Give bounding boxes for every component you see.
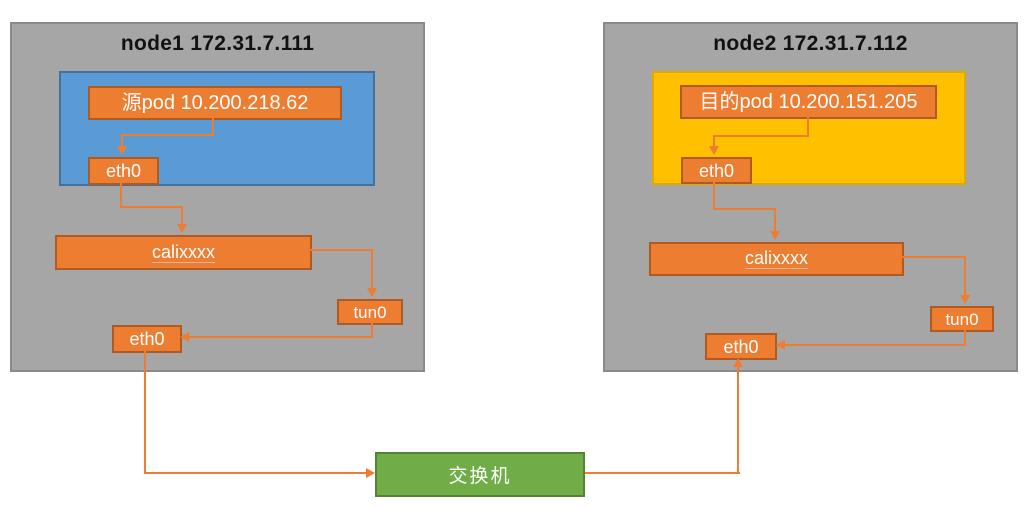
arrowhead-down <box>709 146 719 155</box>
node1-pod-eth0-box: eth0 <box>88 157 159 185</box>
arrowhead-up <box>733 358 743 367</box>
line-segment <box>737 367 739 474</box>
node2-dest-pod-label: 目的pod 10.200.151.205 <box>699 91 918 113</box>
node2-host-eth0-label: eth0 <box>723 336 759 357</box>
node2-pod-eth0-box: eth0 <box>681 157 752 184</box>
arrowhead-left <box>776 340 785 350</box>
line-segment <box>964 330 966 346</box>
line-segment <box>964 256 966 296</box>
line-segment <box>713 135 809 137</box>
line-segment <box>121 134 214 136</box>
node2-cali-interface-box: calixxxx <box>649 242 904 276</box>
line-segment <box>144 351 146 474</box>
line-segment <box>902 256 966 258</box>
node1-cali-interface-box: calixxxx <box>55 235 312 270</box>
arrowhead-right <box>366 468 375 478</box>
line-segment <box>121 134 123 147</box>
line-segment <box>144 472 367 474</box>
arrowhead-down <box>367 288 377 297</box>
node1-host-eth0-box: eth0 <box>112 325 182 353</box>
node1-source-pod-box: 源pod 10.200.218.62 <box>88 86 342 120</box>
node2-tun0-box: tun0 <box>930 306 994 332</box>
node2-box: node2 172.31.7.112 目的pod 10.200.151.205 … <box>603 22 1018 372</box>
line-segment <box>785 344 966 346</box>
switch-box: 交换机 <box>375 452 585 497</box>
node2-host-eth0-box: eth0 <box>705 333 777 360</box>
node1-host-eth0-label: eth0 <box>129 329 165 349</box>
line-segment <box>212 118 214 136</box>
line-segment <box>181 206 183 225</box>
node1-pod-eth0-label: eth0 <box>105 161 142 181</box>
line-segment <box>713 208 776 210</box>
arrowhead-down <box>177 224 187 233</box>
node2-title: node2 172.31.7.112 <box>713 32 908 55</box>
line-segment <box>371 323 373 338</box>
line-segment <box>120 183 122 208</box>
node2-pod-eth0-label: eth0 <box>698 160 735 181</box>
arrowhead-down <box>117 146 127 155</box>
node2-cali-interface-label: calixxxx <box>744 248 808 269</box>
node1-cali-interface-label: calixxxx <box>151 241 215 263</box>
node1-box: node1 172.31.7.111 源pod 10.200.218.62 et… <box>10 22 425 372</box>
node1-tun0-label: tun0 <box>353 302 387 322</box>
arrowhead-down <box>960 295 970 304</box>
node2-tun0-label: tun0 <box>945 309 979 329</box>
switch-label: 交换机 <box>448 466 512 487</box>
arrowhead-left <box>180 332 189 342</box>
line-segment <box>713 182 715 210</box>
line-segment <box>310 249 373 251</box>
line-segment <box>713 135 715 147</box>
arrowhead-down <box>770 231 780 240</box>
line-segment <box>774 208 776 232</box>
node2-dest-pod-box: 目的pod 10.200.151.205 <box>680 85 937 119</box>
line-segment <box>807 117 809 137</box>
node1-source-pod-label: 源pod 10.200.218.62 <box>121 92 309 114</box>
line-segment <box>189 336 373 338</box>
line-segment <box>120 206 183 208</box>
line-segment <box>585 472 740 474</box>
node1-title: node1 172.31.7.111 <box>120 32 315 55</box>
node1-tun0-box: tun0 <box>337 299 403 325</box>
line-segment <box>371 249 373 289</box>
